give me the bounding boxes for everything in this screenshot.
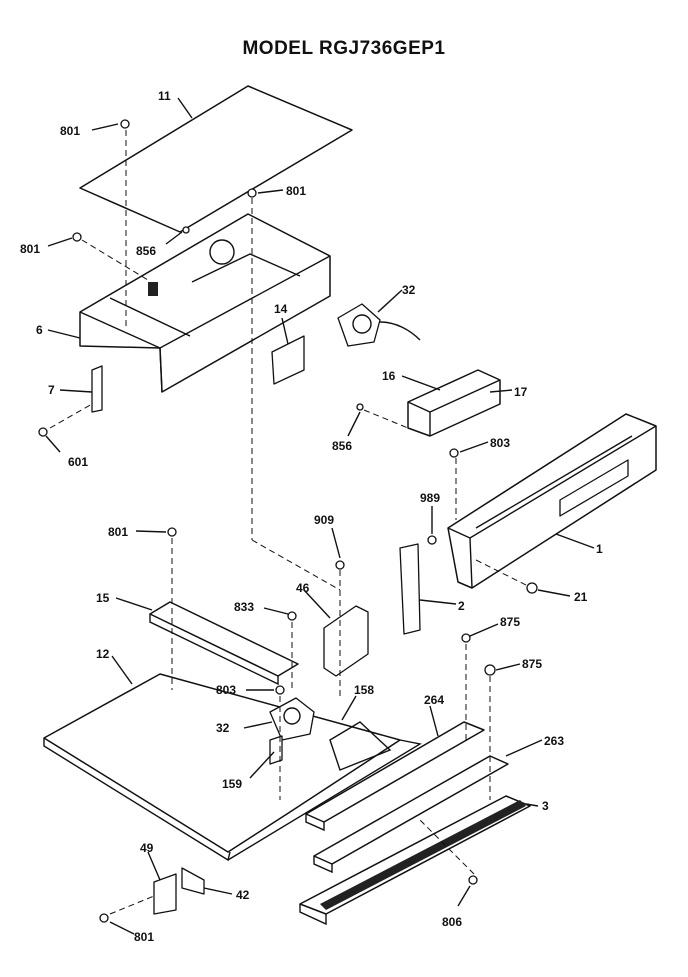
screw-icon (427, 535, 437, 545)
screw-icon (335, 560, 345, 570)
callout-1: 1 (596, 542, 603, 556)
callout-989: 989 (420, 491, 440, 505)
screw-icon (182, 226, 190, 234)
callout-801: 801 (286, 184, 306, 198)
alignment-lines (49, 130, 529, 915)
screw-icon (287, 611, 297, 621)
screw-icon (526, 582, 538, 594)
part-32-motor-upper (337, 303, 421, 347)
leader-lines (45, 97, 595, 935)
callout-49: 49 (140, 841, 154, 855)
callout-15: 15 (96, 591, 110, 605)
callout-17: 17 (514, 385, 528, 399)
callout-12: 12 (96, 647, 110, 661)
callout-875: 875 (500, 615, 520, 629)
screw-icon (38, 427, 48, 437)
screw-icon (461, 633, 471, 643)
screw-icon-group (38, 119, 538, 923)
callout-16: 16 (382, 369, 396, 383)
callout-42: 42 (236, 888, 250, 902)
part-3-kick-panel (299, 795, 531, 926)
screw-icon (120, 119, 130, 129)
callout-833: 833 (234, 600, 254, 614)
screw-icon (468, 875, 478, 885)
part-32-motor-lower (269, 697, 315, 741)
diagram-title: MODEL RGJ736GEP1 (242, 38, 446, 59)
callout-801: 801 (134, 930, 154, 944)
callout-21: 21 (574, 590, 588, 604)
part-15-rear-rail (149, 601, 299, 686)
callout-801: 801 (108, 525, 128, 539)
callout-159: 159 (222, 777, 242, 791)
callout-3: 3 (542, 799, 549, 813)
callout-806: 806 (442, 915, 462, 929)
callout-7: 7 (48, 383, 55, 397)
screw-icon (356, 403, 364, 411)
callout-601: 601 (68, 455, 88, 469)
screw-icon (167, 527, 177, 537)
part-263-rail (313, 755, 509, 874)
callout-263: 263 (544, 734, 564, 748)
callout-6: 6 (36, 323, 43, 337)
callout-801: 801 (20, 242, 40, 256)
callout-2: 2 (458, 599, 465, 613)
callout-32: 32 (402, 283, 416, 297)
callout-803: 803 (490, 436, 510, 450)
callout-856: 856 (136, 244, 156, 258)
callout-875: 875 (522, 657, 542, 671)
callout-158: 158 (354, 683, 374, 697)
screw-icon (99, 913, 109, 923)
callout-264: 264 (424, 693, 444, 707)
screw-icon (275, 685, 285, 695)
screw-icon (449, 448, 459, 458)
callout-11: 11 (158, 89, 171, 103)
part-46-duct (323, 605, 369, 677)
part-6-upper-frame (79, 213, 331, 393)
part-11-top-panel (79, 85, 353, 233)
callout-labels: 11 801 801 801 856 32 6 14 7 601 16 17 8… (20, 89, 603, 944)
part-16-17-control-board (407, 369, 501, 437)
callout-803: 803 (216, 683, 236, 697)
part-14-plate (271, 335, 305, 385)
callout-46: 46 (296, 581, 310, 595)
screw-icon (247, 188, 257, 198)
part-42-bracket (181, 867, 205, 895)
callout-856: 856 (332, 439, 352, 453)
screw-icon (72, 232, 82, 242)
part-49-bracket (153, 873, 177, 915)
part-7-bracket (91, 365, 103, 413)
callout-801: 801 (60, 124, 80, 138)
callout-32: 32 (216, 721, 230, 735)
callout-909: 909 (314, 513, 334, 527)
part-1-control-panel (447, 413, 657, 589)
part-2-end-cap (399, 543, 421, 635)
screw-icon (484, 664, 496, 676)
part-264-rail (305, 721, 485, 832)
callout-14: 14 (274, 302, 288, 316)
